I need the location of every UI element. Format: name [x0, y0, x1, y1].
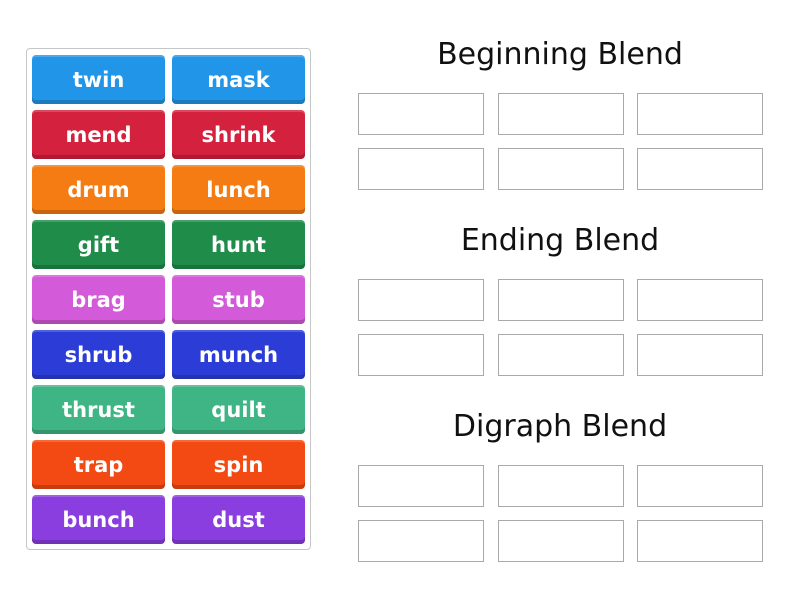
- word-tile-label: mask: [207, 67, 270, 92]
- word-tile-mask[interactable]: mask: [172, 55, 305, 104]
- word-tile-label: lunch: [206, 177, 271, 202]
- word-tile-shrink[interactable]: shrink: [172, 110, 305, 159]
- drop-slot[interactable]: [497, 520, 624, 562]
- word-tile-label: quilt: [211, 397, 266, 422]
- word-tile-label: thrust: [62, 397, 135, 422]
- drop-slot[interactable]: [358, 93, 484, 135]
- drop-slot[interactable]: [358, 520, 484, 562]
- drop-slot[interactable]: [358, 465, 484, 507]
- word-tile-label: stub: [212, 287, 265, 312]
- word-tile-label: shrub: [64, 342, 133, 367]
- word-tile-label: spin: [213, 452, 264, 477]
- word-tile-label: brag: [71, 287, 126, 312]
- drop-slot[interactable]: [497, 465, 624, 507]
- word-tile-label: shrink: [201, 122, 276, 147]
- drop-slot[interactable]: [358, 148, 484, 190]
- word-tile-bunch[interactable]: bunch: [32, 495, 165, 544]
- word-tile-shrub[interactable]: shrub: [32, 330, 165, 379]
- word-tile-quilt[interactable]: quilt: [172, 385, 305, 434]
- word-tile-gift[interactable]: gift: [32, 220, 165, 269]
- drop-slot[interactable]: [637, 93, 763, 135]
- word-tile-label: munch: [198, 342, 279, 367]
- word-tile-label: hunt: [211, 232, 266, 257]
- word-tile-label: mend: [65, 122, 132, 147]
- word-tile-label: trap: [73, 452, 124, 477]
- drop-slot[interactable]: [497, 279, 624, 321]
- word-tile-trap[interactable]: trap: [32, 440, 165, 489]
- word-tile-drum[interactable]: drum: [32, 165, 165, 214]
- drop-slot[interactable]: [637, 148, 763, 190]
- word-tile-label: dust: [212, 507, 265, 532]
- drop-slot[interactable]: [637, 520, 763, 562]
- drop-slot[interactable]: [637, 279, 763, 321]
- word-tile-dust[interactable]: dust: [172, 495, 305, 544]
- drop-slot[interactable]: [497, 334, 624, 376]
- word-tile-label: twin: [72, 67, 125, 92]
- group-title: Digraph Blend: [452, 409, 668, 444]
- word-tile-stub[interactable]: stub: [172, 275, 305, 324]
- group-title: Ending Blend: [460, 223, 660, 258]
- word-tile-spin[interactable]: spin: [172, 440, 305, 489]
- drop-slot[interactable]: [497, 148, 624, 190]
- word-tile-brag[interactable]: brag: [32, 275, 165, 324]
- word-tile-mend[interactable]: mend: [32, 110, 165, 159]
- word-tile-munch[interactable]: munch: [172, 330, 305, 379]
- drop-slot[interactable]: [358, 334, 484, 376]
- word-tile-thrust[interactable]: thrust: [32, 385, 165, 434]
- drop-slot[interactable]: [637, 334, 763, 376]
- drop-slot[interactable]: [497, 93, 624, 135]
- word-tile-lunch[interactable]: lunch: [172, 165, 305, 214]
- word-tile-twin[interactable]: twin: [32, 55, 165, 104]
- word-tile-hunt[interactable]: hunt: [172, 220, 305, 269]
- drop-slot[interactable]: [358, 279, 484, 321]
- word-tile-label: bunch: [62, 507, 135, 532]
- group-title: Beginning Blend: [437, 37, 683, 72]
- word-tile-label: gift: [77, 232, 120, 257]
- word-tile-label: drum: [67, 177, 130, 202]
- drop-slot[interactable]: [637, 465, 763, 507]
